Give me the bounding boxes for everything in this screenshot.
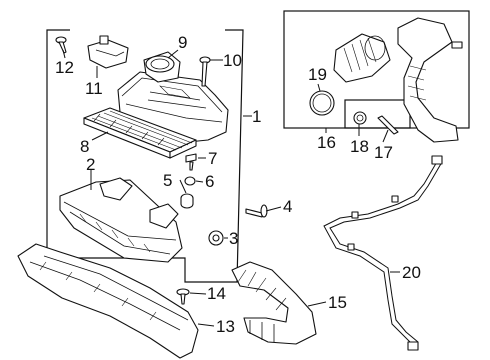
bolt-10 [199, 56, 211, 87]
inlet-duct-13 [17, 243, 199, 359]
air-filter-element [83, 107, 197, 159]
hose-coupler [333, 33, 391, 83]
resonator-tube [397, 17, 463, 143]
callout-7: 7 [208, 149, 217, 168]
callout-18: 18 [350, 137, 369, 156]
callout-9: 9 [178, 33, 187, 52]
screw-12 [55, 36, 67, 54]
callout-10: 10 [223, 51, 242, 70]
vacuum-line-20 [323, 155, 443, 351]
push-pin-14 [176, 288, 190, 305]
clamp-19 [309, 90, 335, 116]
callout-4: 4 [283, 197, 292, 216]
mass-airflow-sensor [87, 35, 129, 69]
air-duct-15 [231, 261, 317, 345]
callout-8: 8 [80, 137, 89, 156]
inset-box-17-18 [344, 99, 411, 129]
leader-lines [62, 49, 400, 327]
washer-3 [208, 230, 224, 246]
callout-12: 12 [55, 58, 74, 77]
callout-13: 13 [216, 317, 235, 336]
insulator-5 [180, 193, 194, 209]
clip-7 [185, 153, 197, 171]
callout-17: 17 [374, 143, 393, 162]
callout-labels: 1 2 3 4 5 6 7 8 9 10 11 12 13 14 15 16 1… [55, 33, 421, 336]
tube-17 [377, 115, 399, 135]
callout-1: 1 [252, 107, 261, 126]
callout-3: 3 [229, 229, 238, 248]
lower-housing [59, 177, 183, 263]
callout-2: 2 [86, 155, 95, 174]
grommet-6 [184, 176, 196, 186]
callout-20: 20 [402, 263, 421, 282]
callout-19: 19 [308, 65, 327, 84]
bolt-4 [245, 204, 268, 218]
callout-6: 6 [205, 172, 214, 191]
callout-11: 11 [85, 79, 103, 98]
callout-16: 16 [317, 133, 336, 152]
seal-18 [353, 111, 367, 125]
callout-15: 15 [328, 293, 347, 312]
callout-5: 5 [163, 171, 172, 190]
callout-14: 14 [207, 284, 226, 303]
assembly-bracket [46, 29, 244, 283]
